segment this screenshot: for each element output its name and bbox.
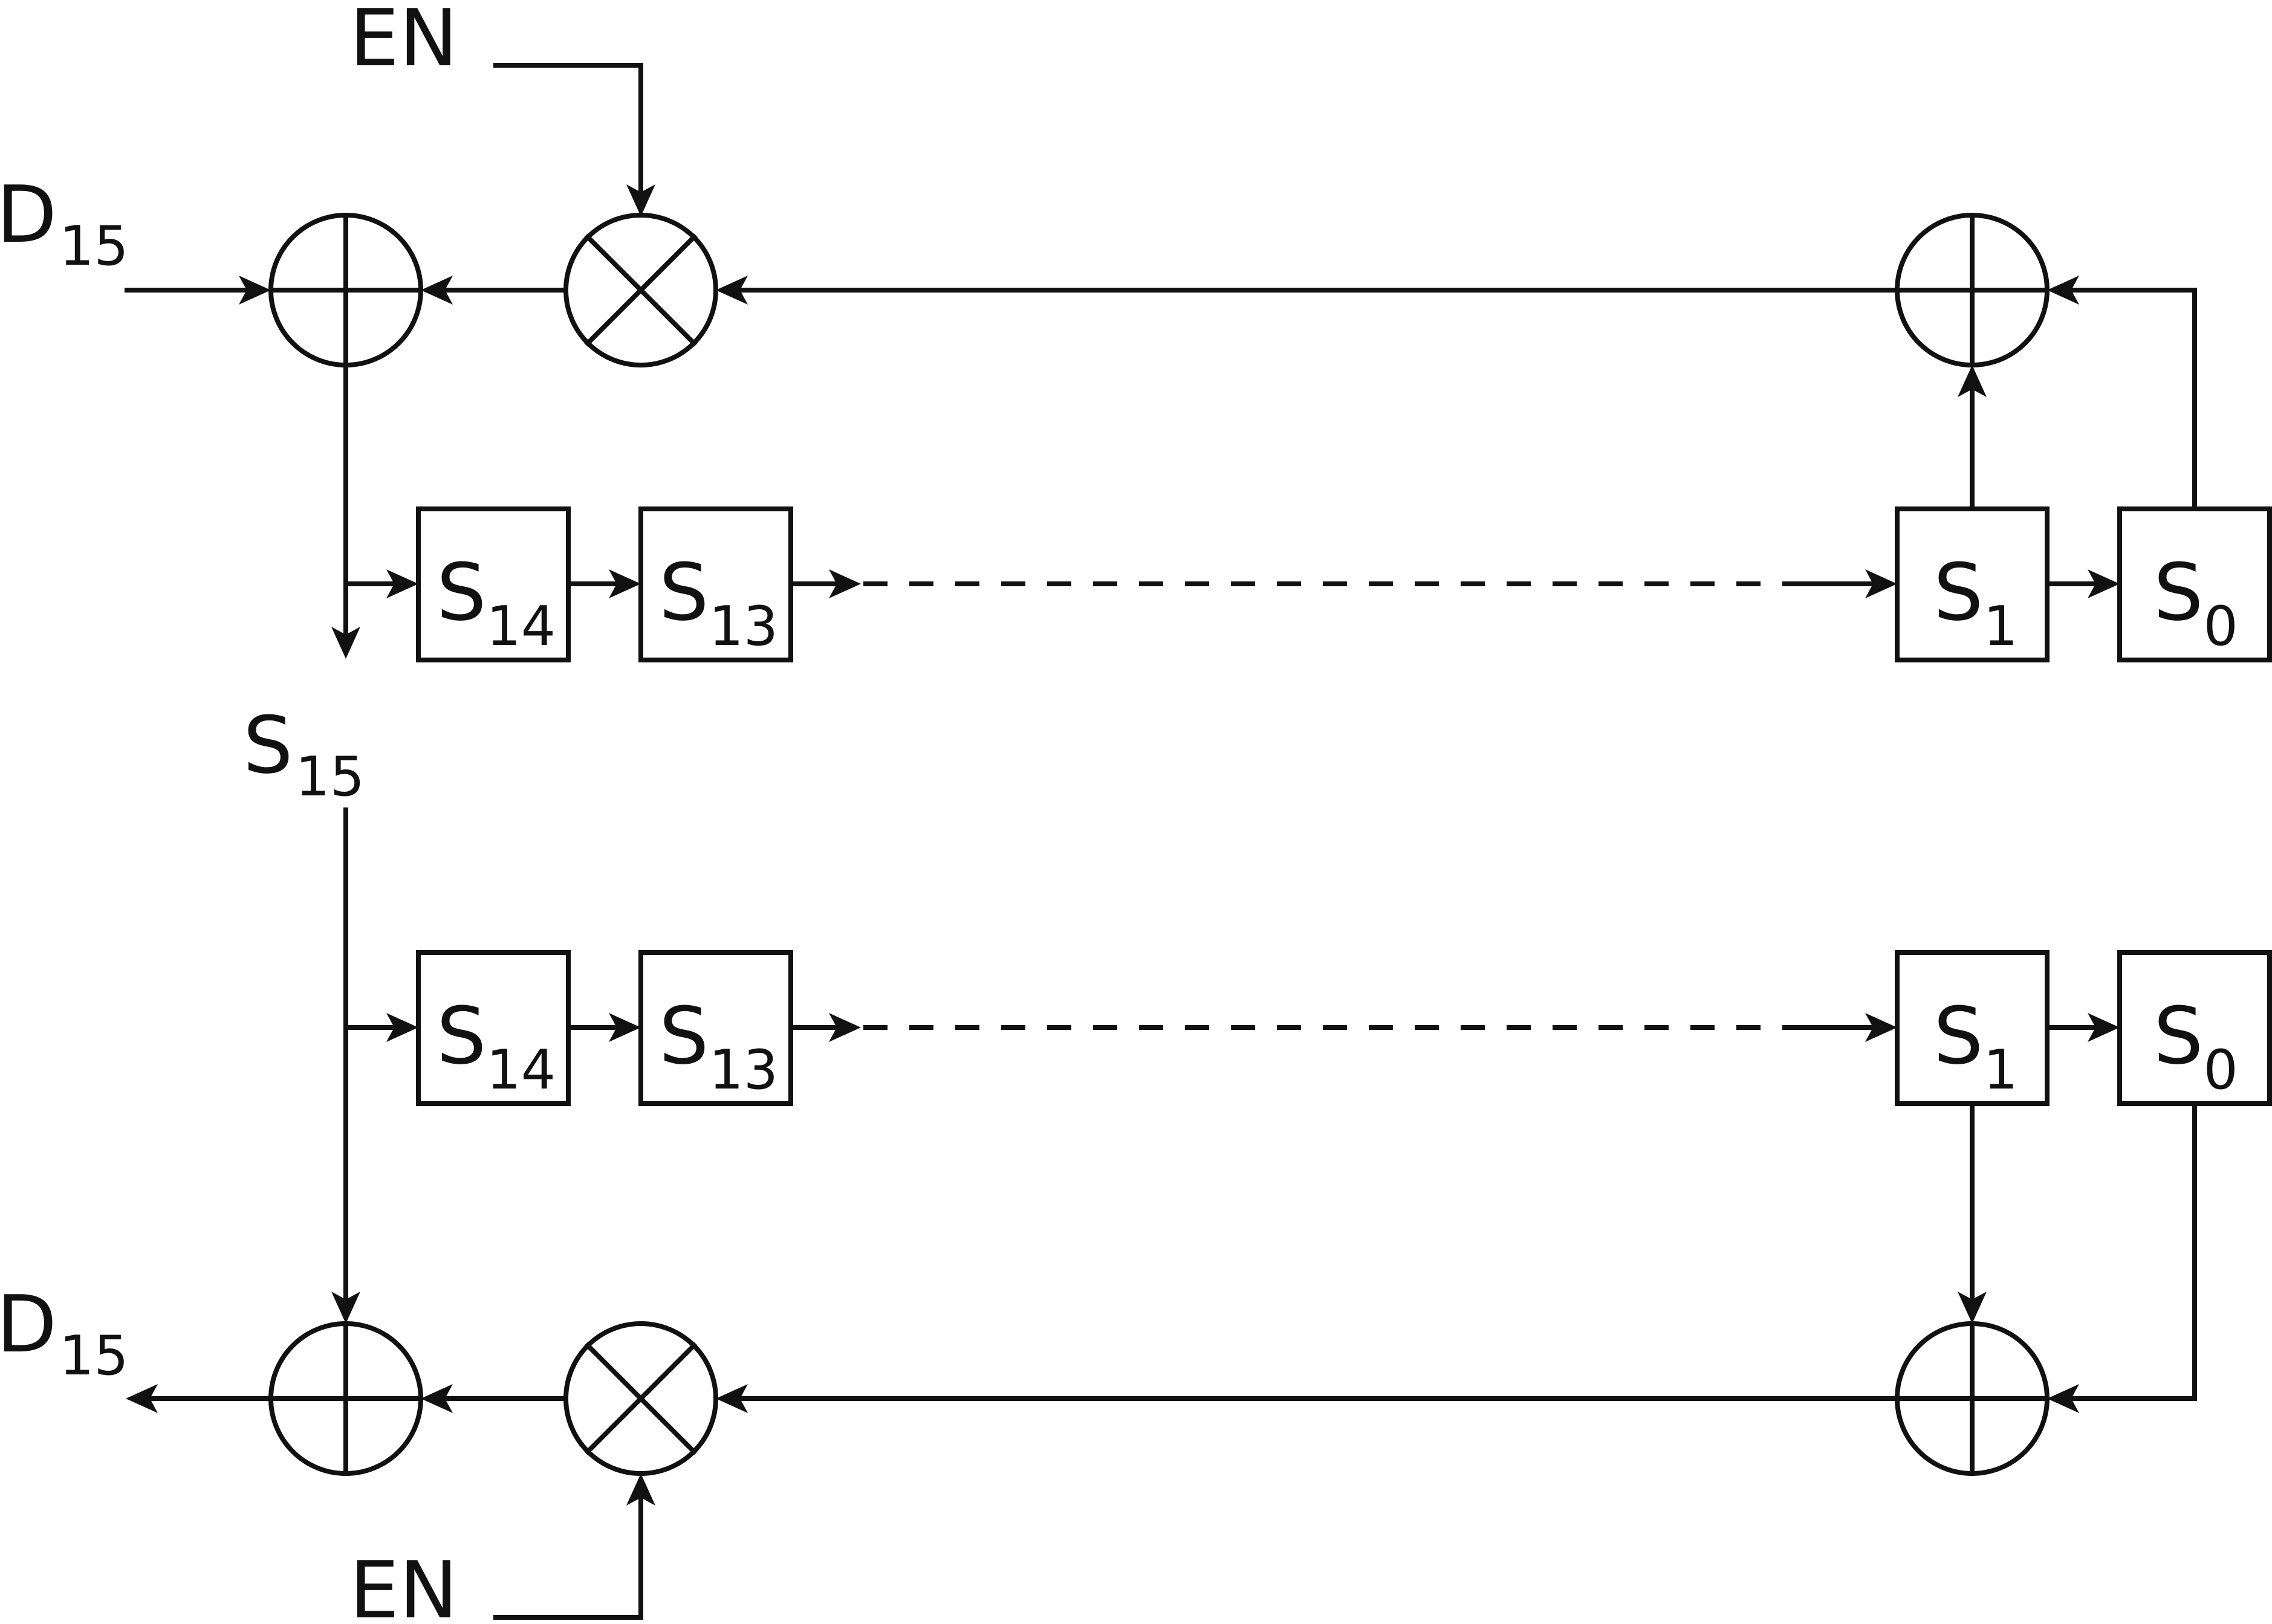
decoder-section: S14 S13 S1 S0 [0,807,2272,1624]
register-s13 [638,950,793,1106]
arrowhead [386,1013,418,1042]
arrowhead [421,1384,453,1413]
register-s13 [638,506,793,662]
register-label: S13 [659,546,778,658]
decoder-register-chain: S14 S13 S1 S0 [416,950,2272,1106]
arrowhead [1958,1292,1987,1324]
decoder-xor-left [268,1321,423,1476]
decoder-xor-right [1895,1321,2050,1476]
register-s1 [1895,506,2050,662]
arrowhead [126,1384,158,1413]
encoder-enable-label: EN [349,0,458,84]
register-label: S1 [1933,990,2018,1102]
arrowhead [2047,1384,2079,1413]
arrowhead [716,1384,748,1413]
wire [2064,288,2197,511]
encoder-section: EN D15 [0,0,2272,809]
arrowhead [626,184,655,216]
decoder-and-gate [563,1321,718,1476]
decoder-output-label: D15 [0,1278,129,1388]
encoder-enable-wire [493,63,643,202]
arrowhead [1958,365,1987,397]
register-s0 [2117,506,2272,662]
arrowhead [421,276,453,305]
register-s14 [416,950,571,1106]
encoder-register-chain: S14 S13 S1 S0 [416,506,2272,662]
register-label: S14 [437,546,556,658]
encoder-and-gate [563,213,718,367]
encoder-input-label: D15 [0,169,129,278]
arrowhead [331,627,360,659]
decoder-enable-label: EN [349,1544,458,1624]
register-label: S1 [1933,546,2018,658]
arrowhead [386,569,418,598]
encoder-xor-right [1895,213,2050,367]
register-label: S0 [2154,546,2238,658]
arrowhead [626,1474,655,1506]
decoder-enable-wire [493,1490,643,1620]
wire [2064,1101,2197,1401]
arrowhead [331,1292,360,1324]
encoder-output-label: S15 [243,699,365,809]
register-label: S0 [2154,990,2238,1102]
register-label: S14 [437,990,556,1102]
arrowhead [239,276,271,305]
arrowhead [716,276,748,305]
register-label: S13 [659,990,778,1102]
encoder-xor-left [268,213,423,367]
arrowhead [2047,276,2079,305]
